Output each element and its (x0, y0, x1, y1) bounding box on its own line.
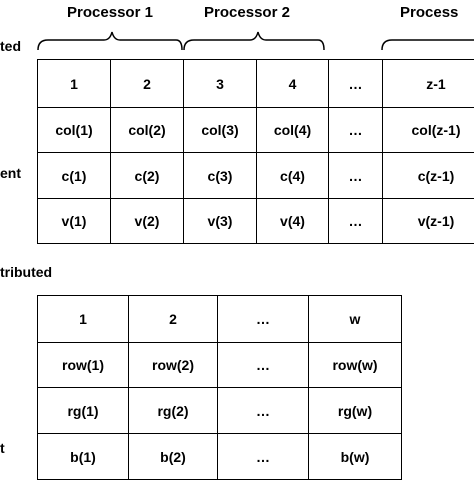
bottom-row-row: row(1) row(2) … row(w) (38, 343, 402, 388)
bottom-cell: row(w) (309, 343, 402, 388)
top-cell: 4 (257, 60, 329, 108)
top-cell: c(3) (184, 153, 257, 199)
top-cell: col(3) (184, 108, 257, 153)
brace-processor-1 (38, 32, 182, 50)
top-cell: v(3) (184, 199, 257, 244)
bottom-cell: rg(1) (38, 388, 129, 434)
top-cell: v(2) (111, 199, 184, 244)
top-cell: 3 (184, 60, 257, 108)
top-cell: … (329, 60, 383, 108)
bottom-cell: row(1) (38, 343, 129, 388)
top-cell: 1 (38, 60, 111, 108)
bottom-row-index: 1 2 … w (38, 296, 402, 343)
top-cell: z-1 (383, 60, 474, 108)
top-cell: c(z-1) (383, 153, 474, 199)
bottom-cell: … (218, 388, 309, 434)
bottom-cell: b(w) (309, 434, 402, 480)
bottom-title: tributed (0, 264, 52, 280)
top-table: 1 2 3 4 … z-1 col(1) col(2) col(3) col(4… (37, 59, 474, 244)
bottom-cell: w (309, 296, 402, 343)
bottom-table: 1 2 … w row(1) row(2) … row(w) rg(1) rg(… (37, 295, 402, 480)
bottom-cell: row(2) (129, 343, 218, 388)
top-cell: col(2) (111, 108, 184, 153)
top-label-distributed: ted (0, 38, 21, 54)
top-cell: … (329, 108, 383, 153)
top-label-element: ent (0, 165, 21, 181)
top-cell: … (329, 153, 383, 199)
bottom-cell: … (218, 343, 309, 388)
bottom-cell: rg(w) (309, 388, 402, 434)
top-row-v: v(1) v(2) v(3) v(4) … v(z-1) (38, 199, 474, 244)
top-cell: col(4) (257, 108, 329, 153)
top-cell: … (329, 199, 383, 244)
bottom-row-rg: rg(1) rg(2) … rg(w) (38, 388, 402, 434)
bottom-row-b: b(1) b(2) … b(w) (38, 434, 402, 480)
top-cell: col(z-1) (383, 108, 474, 153)
bottom-cell: rg(2) (129, 388, 218, 434)
top-cell: c(2) (111, 153, 184, 199)
top-cell: col(1) (38, 108, 111, 153)
top-cell: v(1) (38, 199, 111, 244)
bottom-cell: b(1) (38, 434, 129, 480)
bottom-cell: b(2) (129, 434, 218, 480)
top-row-c: c(1) c(2) c(3) c(4) … c(z-1) (38, 153, 474, 199)
top-cell: 2 (111, 60, 184, 108)
brace-processor-3 (382, 40, 474, 50)
top-row-index: 1 2 3 4 … z-1 (38, 60, 474, 108)
top-cell: v(z-1) (383, 199, 474, 244)
bottom-cell: … (218, 434, 309, 480)
brace-processor-2 (184, 32, 324, 50)
bottom-cell: 1 (38, 296, 129, 343)
top-cell: v(4) (257, 199, 329, 244)
top-cell: c(1) (38, 153, 111, 199)
bottom-cell: … (218, 296, 309, 343)
bottom-cell: 2 (129, 296, 218, 343)
top-row-col: col(1) col(2) col(3) col(4) … col(z-1) (38, 108, 474, 153)
top-cell: c(4) (257, 153, 329, 199)
bottom-label-element: t (0, 440, 5, 456)
